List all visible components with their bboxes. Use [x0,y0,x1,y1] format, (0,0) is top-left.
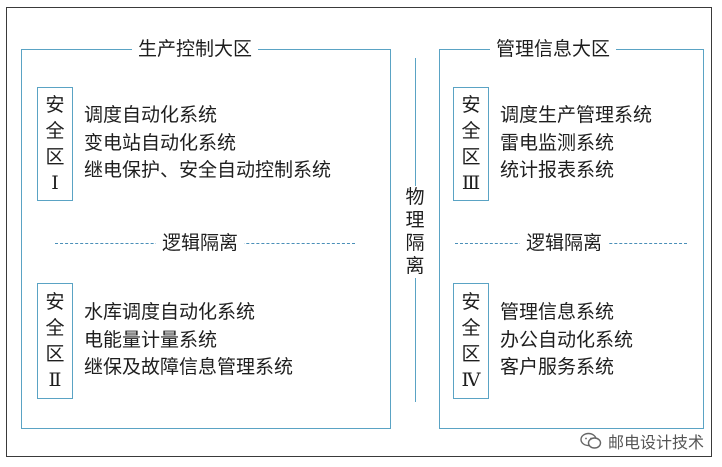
management-information-region: 管理信息大区 [439,36,704,429]
zone-2-char: 安 [45,291,65,313]
security-zone-1-box: 安 全 区 Ⅰ [37,87,73,201]
management-region-title: 管理信息大区 [490,36,617,62]
system-item: 调度自动化系统 [84,104,218,126]
wechat-icon [580,432,602,450]
system-item: 继保及故障信息管理系统 [84,356,294,378]
system-item: 统计报表系统 [500,159,615,181]
system-item: 继电保护、安全自动控制系统 [84,159,332,181]
zone-3-system-list: 调度生产管理系统 雷电监测系统 统计报表系统 [500,102,652,185]
zone-3-char: 安 [461,94,481,116]
system-item: 变电站自动化系统 [84,131,237,154]
zone-1-char: Ⅰ [51,172,59,194]
system-item: 客户服务系统 [500,356,615,378]
system-item: 管理信息系统 [500,301,615,323]
zone-4-char: 区 [461,343,481,365]
zone-4-system-list: 管理信息系统 办公自动化系统 客户服务系统 [500,299,633,382]
zone-1-char: 全 [45,120,65,142]
logic-isolation-label-left: 逻辑隔离 [156,231,245,255]
production-control-region: 生产控制大区 [21,36,391,429]
system-item: 雷电监测系统 [500,131,615,154]
zone-3-char: 区 [461,146,481,168]
zone-1-char: 区 [45,146,65,168]
zone-2-system-list: 水库调度自动化系统 电能量计量系统 继保及故障信息管理系统 [84,299,293,382]
zone-1-system-list: 调度自动化系统 变电站自动化系统 继电保护、安全自动控制系统 [84,102,331,185]
security-zone-3-box: 安 全 区 Ⅲ [453,87,489,201]
physical-isolation-char: 物 [405,186,425,208]
zone-2-char: 区 [45,343,65,365]
system-item: 办公自动化系统 [500,328,634,351]
zone-4-char: 全 [461,317,481,339]
system-item: 调度生产管理系统 [500,104,653,126]
zone-3-char: Ⅲ [461,172,481,194]
physical-isolation-char: 理 [405,209,425,231]
zone-2-char: Ⅱ [48,369,62,391]
production-region-title: 生产控制大区 [132,36,259,62]
zone-3-char: 全 [461,120,481,142]
system-item: 水库调度自动化系统 [84,301,256,323]
physical-isolation-char: 隔 [405,232,425,254]
watermark-text: 邮电设计技术 [607,433,704,452]
zone-2-char: 全 [45,317,65,339]
system-item: 电能量计量系统 [84,328,218,351]
physical-isolation-char: 离 [405,255,425,277]
logic-isolation-label-right: 逻辑隔离 [520,231,609,255]
security-zone-2-box: 安 全 区 Ⅱ [37,283,73,399]
zone-1-char: 安 [45,94,65,116]
zone-4-char: 安 [461,291,481,313]
physical-isolation-label: 物 理 隔 离 [402,186,428,278]
watermark: 邮电设计技术 [580,429,704,453]
zone-4-char: Ⅳ [461,369,481,391]
security-zone-4-box: 安 全 区 Ⅳ [453,283,489,399]
